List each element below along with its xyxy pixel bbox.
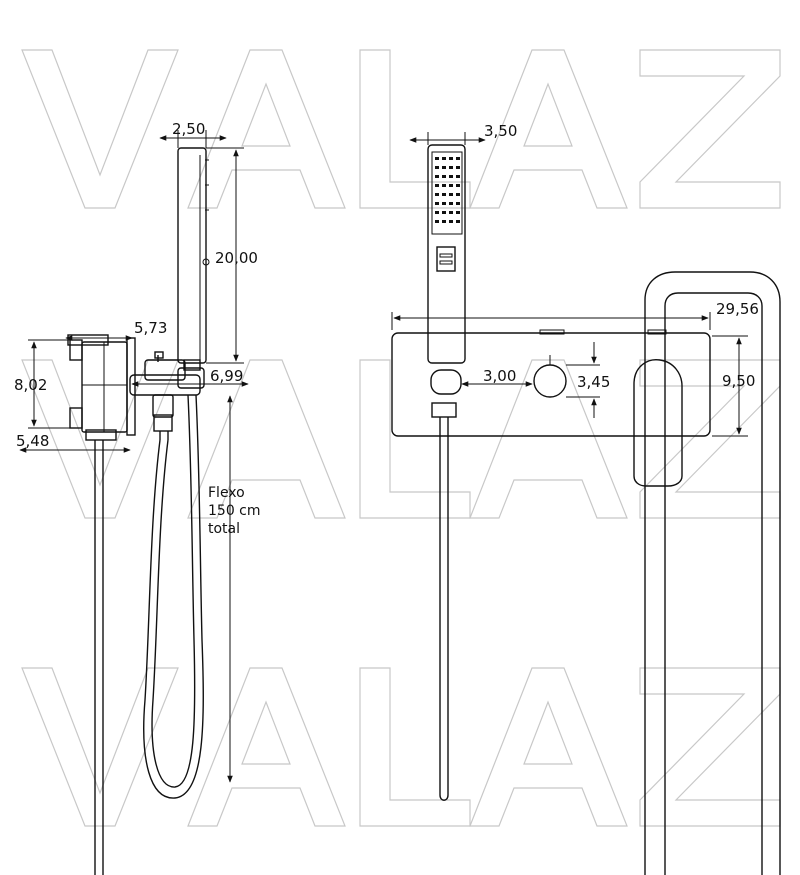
watermark-logo <box>21 49 781 827</box>
hand-shower-side <box>177 147 210 371</box>
hose-note-line-3: total <box>208 521 240 537</box>
spray-nozzle-grid <box>435 157 460 223</box>
dim-plate-width: 29,56 <box>716 300 759 318</box>
flexible-hose-inner <box>151 394 196 788</box>
dim-knob-diameter: 3,45 <box>577 373 610 391</box>
thermostat-knob <box>533 364 567 398</box>
dim-outlet-projection: 6,99 <box>210 367 243 385</box>
spout-lever <box>633 359 683 487</box>
spray-selector-button <box>436 246 456 272</box>
dim-body-offset: 5,48 <box>16 432 49 450</box>
hose-connector <box>153 414 173 440</box>
wall-plate-edge <box>126 337 136 436</box>
dim-plate-height: 9,50 <box>722 372 755 390</box>
shower-holder-front <box>430 369 462 395</box>
wall-plate <box>391 332 711 437</box>
spout-arch-outer <box>644 271 781 875</box>
hose-front <box>439 417 449 801</box>
hose-note-line-2: 150 cm <box>208 503 261 519</box>
dim-body-height: 8,02 <box>14 376 47 394</box>
dim-body-depth: 5,73 <box>134 319 167 337</box>
spout-arch-inner <box>664 292 763 875</box>
dim-handshower-depth: 2,50 <box>172 120 205 138</box>
dim-knob-offset: 3,00 <box>483 367 516 385</box>
watermark-row-bottom <box>21 667 781 827</box>
flexible-hose-outer <box>143 394 204 799</box>
front-view: 3,50 29,56 9,50 3,00 3,45 <box>391 122 781 875</box>
side-view: 2,50 20,00 5,73 8,02 5,48 6,99 Flexo 150… <box>14 120 261 875</box>
hose-note-line-1: Flexo <box>208 485 245 501</box>
hand-shower-front <box>427 144 466 364</box>
dim-handshower-width: 3,50 <box>484 122 517 140</box>
dim-handshower-length: 20,00 <box>215 249 258 267</box>
watermark-row-top <box>21 49 781 209</box>
